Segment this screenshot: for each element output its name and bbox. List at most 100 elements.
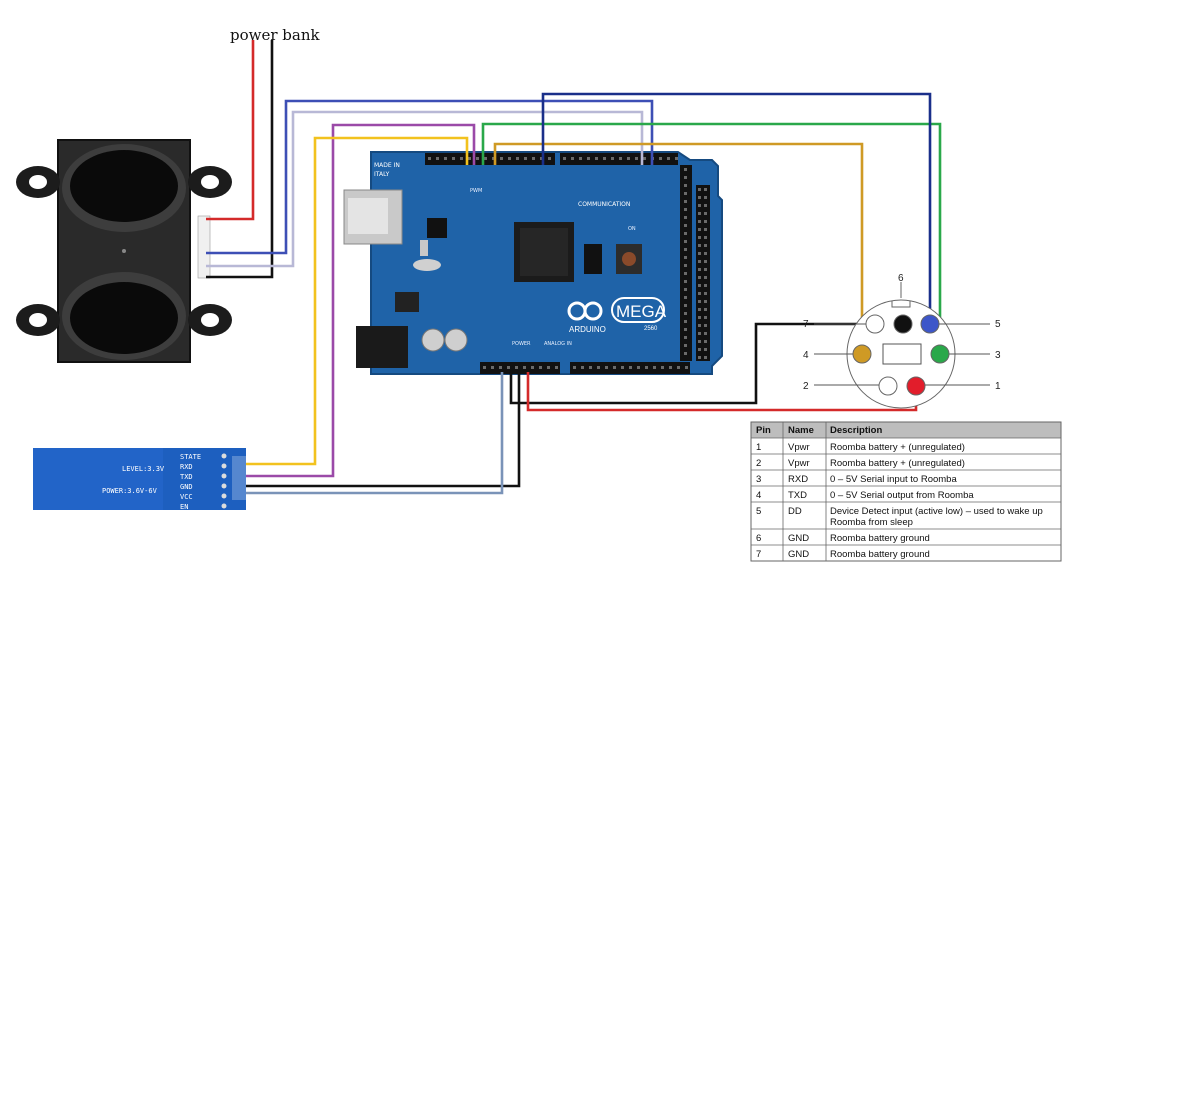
header-pin	[508, 157, 511, 160]
header-pin	[500, 157, 503, 160]
header-pin	[684, 272, 687, 275]
header-pin	[704, 212, 707, 215]
header-pin	[492, 157, 495, 160]
pin-6-dot	[865, 314, 885, 334]
header-pin	[452, 157, 455, 160]
arduino-brand: ARDUINO	[569, 325, 606, 334]
header-pin	[704, 332, 707, 335]
bt-pin-hole	[221, 493, 227, 499]
header-pin	[621, 366, 624, 369]
header-pin	[698, 196, 701, 199]
table-cell: Vpwr	[788, 442, 810, 453]
header-pin	[587, 157, 590, 160]
header-pin	[532, 157, 535, 160]
pin-label-3: 3	[995, 350, 1001, 361]
header-pin	[684, 320, 687, 323]
header-pin	[704, 324, 707, 327]
header-pin	[704, 268, 707, 271]
header-pin	[605, 366, 608, 369]
table-cell: DD	[788, 506, 802, 517]
header-pin	[704, 244, 707, 247]
header-pin	[704, 252, 707, 255]
header-pin	[698, 300, 701, 303]
header-pin	[515, 366, 518, 369]
header-pin	[563, 157, 566, 160]
header-pin	[684, 224, 687, 227]
arduino-model: MEGA	[616, 302, 667, 321]
header-pin	[661, 366, 664, 369]
arduino-communication: COMMUNICATION	[578, 201, 630, 208]
header-pin	[704, 260, 707, 263]
header-pin	[677, 366, 680, 369]
header-pin	[460, 157, 463, 160]
header-pin	[555, 366, 558, 369]
table-cell: Roomba battery + (unregulated)	[830, 442, 965, 453]
table-cell: GND	[788, 549, 809, 560]
header-pin	[704, 276, 707, 279]
header-pin	[684, 312, 687, 315]
header-pin	[573, 366, 576, 369]
header-pin	[684, 216, 687, 219]
bt-pin-label: EN	[180, 503, 188, 511]
header-pin	[684, 336, 687, 339]
header-pin	[684, 248, 687, 251]
header-pin	[507, 366, 510, 369]
bt-pin-hole	[221, 473, 227, 479]
header-pin	[468, 157, 471, 160]
pin-label-2: 2	[803, 381, 809, 392]
header-pin	[704, 188, 707, 191]
header-pin	[698, 348, 701, 351]
wire-bt-vcc	[246, 372, 504, 495]
header-pin	[627, 157, 630, 160]
wire-bt-purple	[246, 123, 476, 478]
header-pin	[476, 157, 479, 160]
header-pin	[704, 300, 707, 303]
header-pin	[629, 366, 632, 369]
header-pin	[571, 157, 574, 160]
table-cell: 7	[756, 549, 761, 560]
wire-green	[481, 122, 942, 352]
wire-sensor-blue	[206, 99, 654, 255]
header-pin	[704, 356, 707, 359]
bt-pin-label: TXD	[180, 473, 193, 481]
pin-label-4: 4	[803, 350, 809, 361]
header-pin	[491, 366, 494, 369]
distance-sensor	[16, 139, 232, 363]
header-pin	[684, 208, 687, 211]
arduino-power: POWER	[512, 341, 531, 347]
header-pin	[684, 256, 687, 259]
header-pin	[483, 366, 486, 369]
bt-pin-hole	[221, 453, 227, 459]
header-pin	[704, 196, 707, 199]
header-pin	[704, 220, 707, 223]
bt-level-label: LEVEL:3.3V	[122, 465, 165, 473]
wire-navy	[541, 92, 932, 322]
header-pin	[684, 264, 687, 267]
header-pin	[581, 366, 584, 369]
bt-pin-hole	[221, 483, 227, 489]
header-pin	[523, 366, 526, 369]
header-pin	[698, 292, 701, 295]
header-pin	[524, 157, 527, 160]
arduino-italy: ITALY	[374, 171, 390, 178]
pin-table: Pin Name Description 1 Vpwr Roomba batte…	[750, 421, 1062, 562]
table-cell: 5	[756, 506, 761, 517]
header-pin	[698, 316, 701, 319]
header-pin	[579, 157, 582, 160]
wire-gnd-pin7	[509, 322, 902, 405]
header-pin	[684, 352, 687, 355]
pin-1-dot	[906, 376, 926, 396]
table-cell: 3	[756, 474, 761, 485]
table-header-name: Name	[788, 425, 814, 436]
wire-sensor-lavender	[206, 110, 644, 268]
table-cell: Roomba battery ground	[830, 533, 930, 544]
header-pin	[685, 366, 688, 369]
header-pin	[698, 308, 701, 311]
header-pin	[684, 344, 687, 347]
header-pin	[698, 340, 701, 343]
header-pin	[684, 288, 687, 291]
wires	[206, 40, 942, 495]
header-pin	[659, 157, 662, 160]
table-cell: Roomba from sleep	[830, 517, 913, 528]
